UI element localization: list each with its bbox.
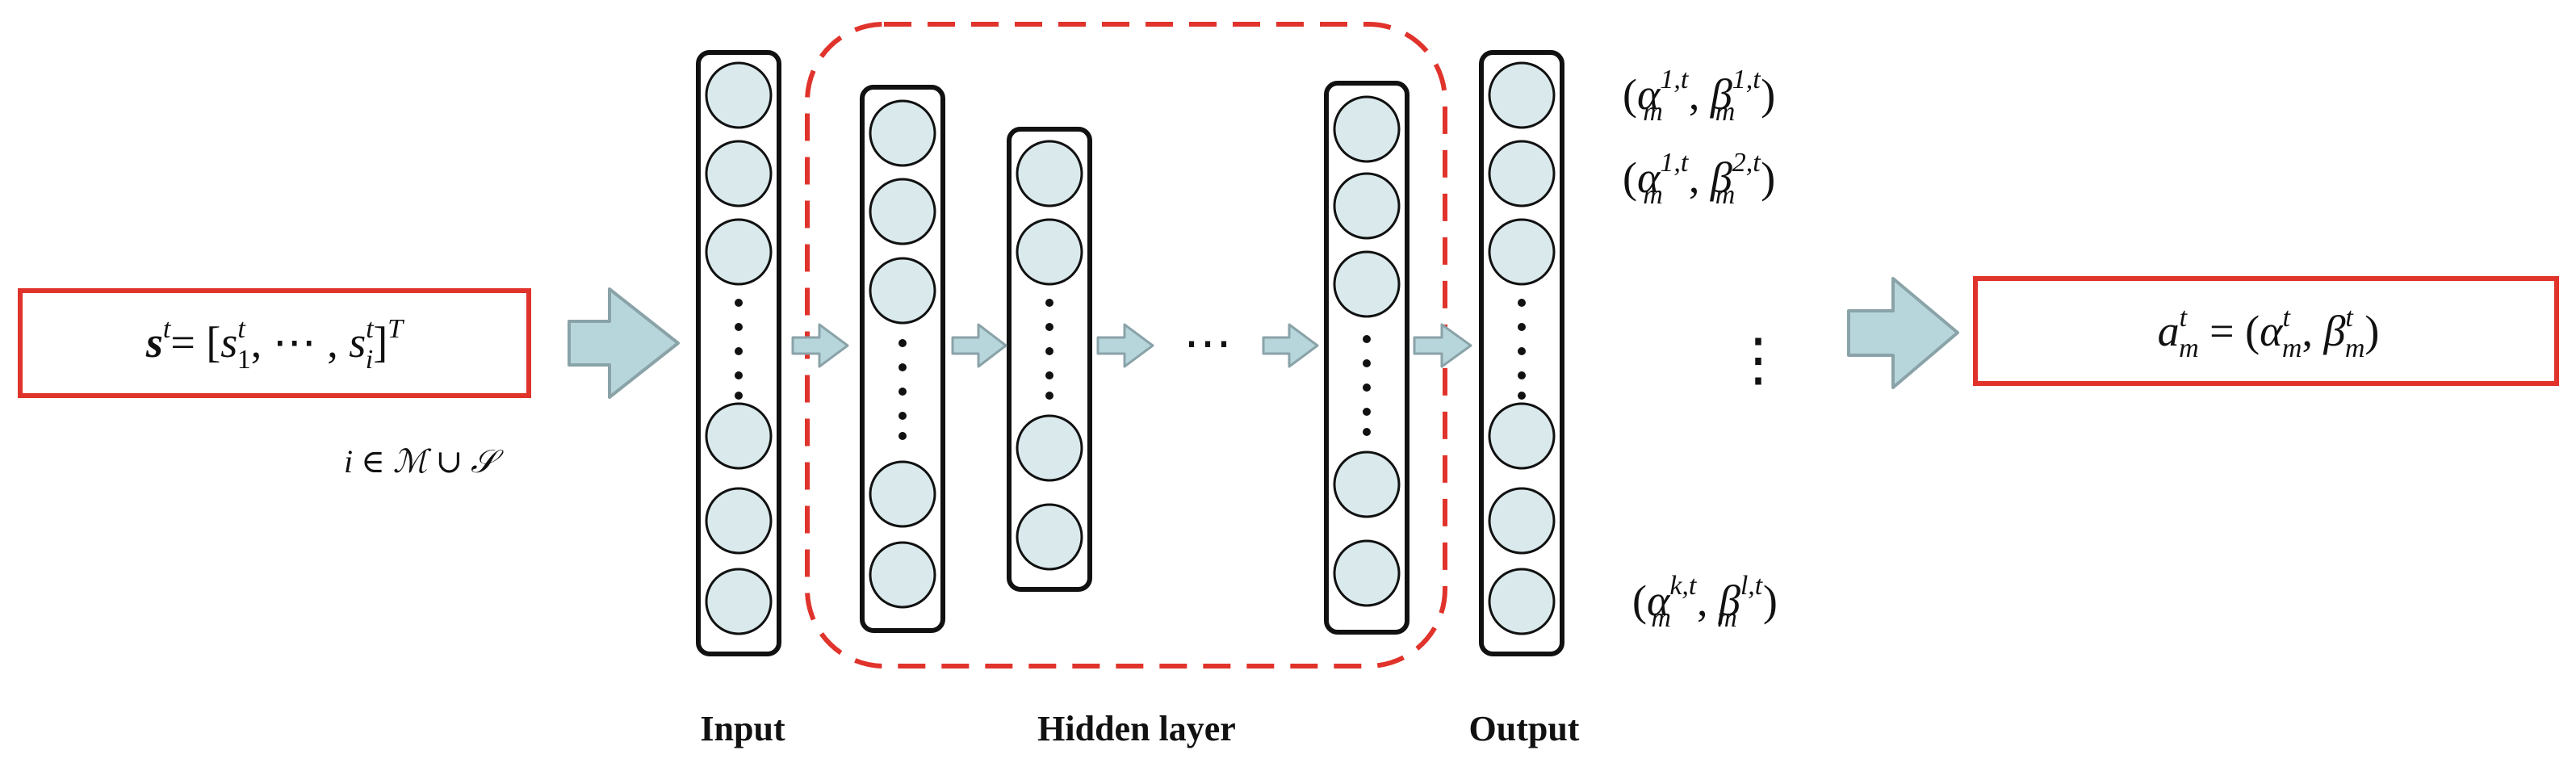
neuron — [705, 61, 773, 129]
small-arrow — [791, 323, 849, 368]
neuron — [869, 257, 936, 325]
neuron — [1016, 140, 1083, 207]
hidden-layer-label: Hidden layer — [1037, 709, 1236, 748]
input-layer-column — [696, 50, 781, 656]
neuron — [869, 99, 936, 167]
neuron — [1016, 503, 1083, 571]
neuron — [869, 178, 936, 245]
neuron — [705, 487, 773, 555]
neuron — [869, 460, 936, 528]
neuron — [869, 541, 936, 609]
vertical-dots — [1045, 299, 1053, 400]
neuron — [705, 218, 773, 286]
neuron — [1488, 140, 1556, 207]
vertical-dots — [735, 299, 743, 400]
output-layer-column — [1479, 50, 1564, 656]
hidden-layer-last-neurons — [1333, 95, 1401, 607]
action-box — [1973, 276, 2559, 386]
neuron — [1488, 218, 1556, 286]
neuron — [1333, 451, 1401, 518]
neuron — [1333, 172, 1401, 240]
hidden-layer-2-neurons — [1016, 140, 1083, 571]
output-layer-label: Output — [1469, 709, 1580, 748]
output-to-action-arrow — [1847, 277, 1959, 389]
input-to-network-arrow — [568, 287, 680, 399]
output-vertical-ellipsis: ⋮ — [1729, 328, 1787, 392]
hidden-layers-ellipsis: ⋯ — [1183, 316, 1232, 370]
neuron — [1488, 402, 1556, 470]
index-set-note: i ∈ ℳ ∪ 𝒮 — [344, 443, 504, 480]
neuron — [705, 140, 773, 207]
state-vector-box — [18, 288, 531, 398]
neuron — [705, 568, 773, 635]
neuron — [1488, 61, 1556, 129]
small-arrow — [1413, 323, 1472, 368]
hidden-layer-column-1 — [860, 85, 945, 633]
small-arrow — [1096, 323, 1154, 368]
neuron — [1333, 539, 1401, 607]
input-layer-neurons — [705, 61, 773, 635]
hidden-layer-1-neurons — [869, 99, 936, 609]
small-arrow — [951, 323, 1007, 368]
neuron — [1488, 568, 1556, 635]
neuron — [1016, 414, 1083, 482]
neuron — [1016, 218, 1083, 286]
vertical-dots — [1518, 299, 1526, 400]
output-layer-neurons — [1488, 61, 1556, 635]
hidden-layer-column-last — [1324, 81, 1409, 635]
hidden-layer-column-2 — [1007, 127, 1092, 592]
small-arrow — [1262, 323, 1319, 368]
neuron — [1488, 487, 1556, 555]
neuron — [1333, 95, 1401, 163]
input-layer-label: Input — [700, 709, 785, 748]
vertical-dots — [898, 339, 907, 440]
vertical-dots — [1363, 335, 1371, 436]
neuron — [1333, 250, 1401, 318]
layer-arrows — [791, 323, 1472, 368]
neuron — [705, 402, 773, 470]
